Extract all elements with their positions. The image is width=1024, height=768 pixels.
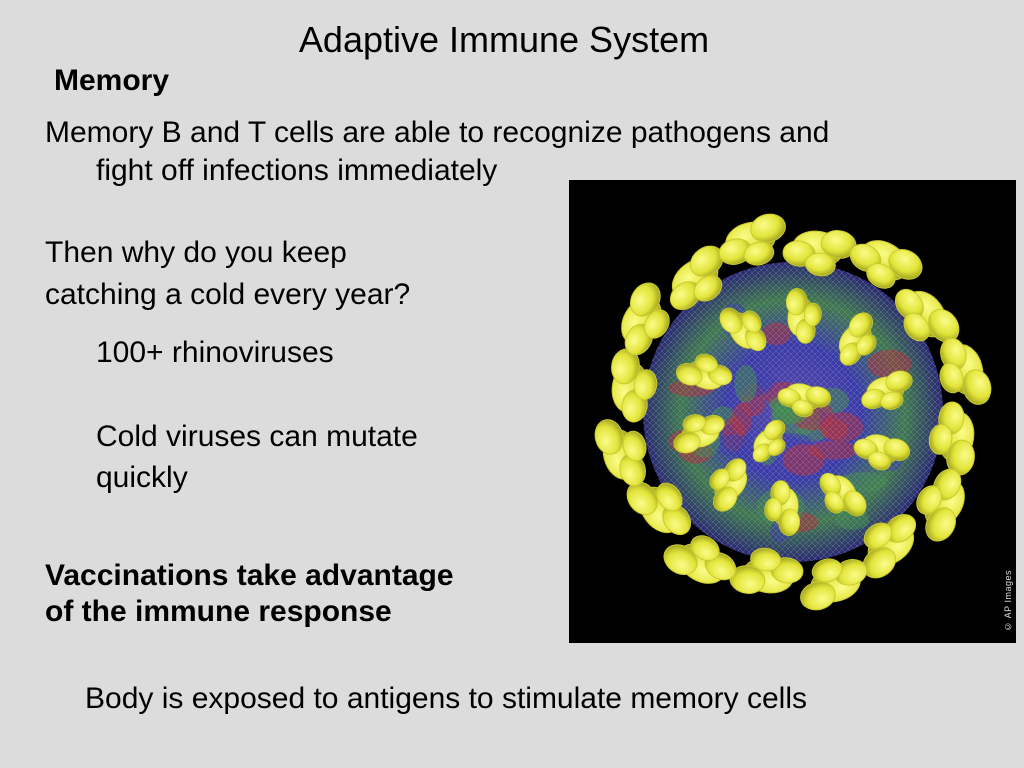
spike-protein bbox=[838, 312, 877, 366]
spike-protein bbox=[752, 419, 786, 463]
spike-protein bbox=[719, 307, 767, 352]
spike-protein bbox=[894, 288, 960, 343]
spike-protein bbox=[621, 282, 670, 356]
rhinovirus-point: 100+ rhinoviruses bbox=[96, 336, 334, 369]
spike-protein bbox=[785, 288, 822, 344]
question-line-2: catching a cold every year? bbox=[45, 278, 411, 311]
spike-protein bbox=[764, 480, 801, 536]
memory-line-1: Memory B and T cells are able to recogni… bbox=[45, 116, 830, 149]
spike-protein bbox=[594, 419, 647, 487]
image-credit: © AP Images bbox=[1003, 569, 1013, 631]
spike-protein bbox=[718, 213, 786, 266]
spike-protein bbox=[673, 414, 725, 454]
vaccination-statement: Vaccinations take advantage of the immun… bbox=[45, 558, 545, 630]
spike-protein bbox=[861, 370, 913, 410]
spike-protein bbox=[777, 383, 832, 418]
spike-protein bbox=[849, 240, 923, 289]
section-heading: Memory bbox=[54, 64, 170, 97]
spike-protein bbox=[862, 513, 917, 579]
vaccination-line-2: of the immune response bbox=[45, 595, 392, 628]
memory-line-2: fight off infections immediately bbox=[96, 154, 498, 187]
spike-protein bbox=[669, 245, 724, 311]
spike-protein bbox=[663, 535, 737, 584]
spike-protein bbox=[709, 458, 748, 512]
memory-cells-paragraph: Memory B and T cells are able to recogni… bbox=[45, 114, 965, 190]
spike-protein bbox=[853, 434, 911, 471]
spike-protein bbox=[916, 468, 965, 542]
rhinovirus-illustration bbox=[594, 213, 992, 611]
virus-spikes bbox=[594, 213, 992, 611]
virus-body bbox=[594, 213, 992, 611]
question-line-1: Then why do you keep bbox=[45, 236, 347, 269]
spike-protein bbox=[819, 472, 867, 517]
slide-title: Adaptive Immune System bbox=[298, 19, 710, 60]
spike-protein bbox=[675, 353, 733, 390]
spike-protein bbox=[800, 558, 868, 611]
spike-protein bbox=[626, 481, 692, 536]
antigen-exposure-statement: Body is exposed to antigens to stimulate… bbox=[85, 682, 808, 715]
cold-question-paragraph: Then why do you keep catching a cold eve… bbox=[45, 232, 545, 316]
spike-protein bbox=[928, 401, 975, 476]
vaccination-line-1: Vaccinations take advantage bbox=[45, 559, 454, 592]
mutation-point: Cold viruses can mutate quickly bbox=[96, 420, 418, 494]
spike-protein bbox=[782, 230, 857, 277]
spike-protein bbox=[729, 547, 804, 594]
rhinovirus-image: © AP Images bbox=[569, 180, 1016, 643]
spike-protein bbox=[939, 337, 992, 405]
